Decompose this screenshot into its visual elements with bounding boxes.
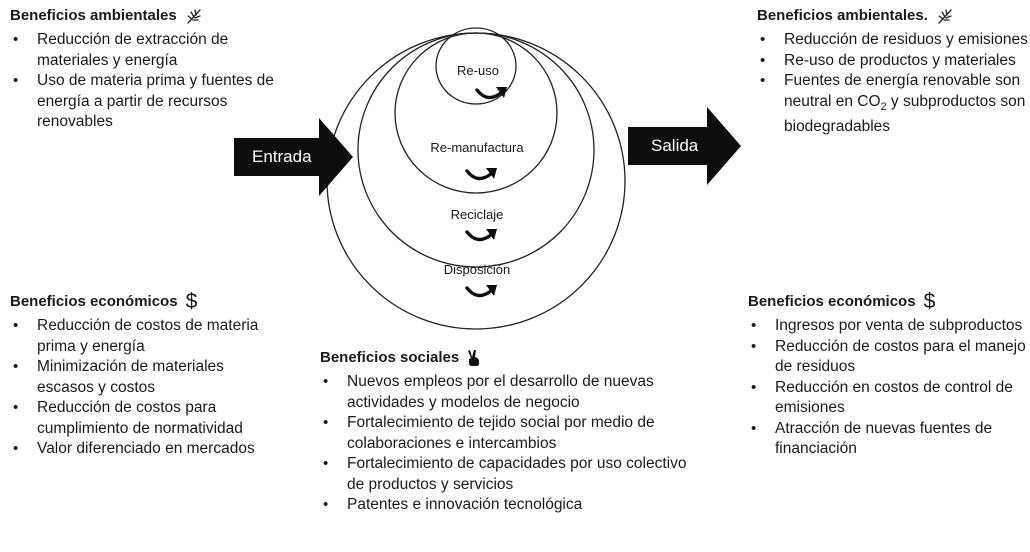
list-item: Reducción de costos para el manejo de re… [748, 337, 1026, 378]
list-item: Valor diferenciado en mercados [10, 439, 285, 460]
entrada-arrow [234, 118, 353, 196]
list-item: Patentes e innovación tecnológica [320, 495, 692, 516]
social-list: Nuevos empleos por el desarrollo de nuev… [320, 372, 692, 516]
list-item: Nuevos empleos por el desarrollo de nuev… [320, 372, 692, 413]
list-item: Uso de materia prima y fuentes de energí… [10, 71, 280, 133]
section-title-text: Beneficios ambientales [10, 7, 177, 24]
salida-arrow [628, 107, 741, 185]
co2-subscript: 2 [880, 100, 887, 113]
list-item: Minimización de materiales escasos y cos… [10, 357, 285, 398]
cycle-arrow-icon [465, 229, 497, 242]
list-item: Fortalecimiento de capacidades por uso c… [320, 454, 692, 495]
left-economic-title: Beneficios económicos $ [10, 290, 285, 313]
list-item-text: Fuentes de energía renovable son neutral… [784, 72, 1021, 110]
level-label-reuso: Re-uso [457, 63, 499, 78]
list-item: Atracción de nuevas fuentes de financiac… [748, 419, 1026, 460]
right-economic-benefits: Beneficios económicos $ Ingresos por ven… [748, 290, 1026, 460]
right-economic-title: Beneficios económicos $ [748, 290, 1026, 313]
section-title-text: Beneficios económicos [748, 293, 916, 310]
level-label-reciclaje: Reciclaje [451, 207, 504, 222]
left-economic-benefits: Beneficios económicos $ Reducción de cos… [10, 290, 285, 460]
left-economic-list: Reducción de costos de materia prima y e… [10, 316, 285, 460]
list-item: Fuentes de energía renovable son neutral… [757, 71, 1029, 138]
cycle-arrow-icon [475, 87, 507, 100]
right-environmental-list: Reducción de residuos y emisiones Re-uso… [757, 30, 1029, 138]
cycle-arrow-icon [465, 285, 497, 298]
list-item: Reducción de costos para cumplimiento de… [10, 398, 285, 439]
right-environmental-benefits: Beneficios ambientales. Reducción de res… [757, 6, 1029, 138]
section-title-text: Beneficios económicos [10, 293, 178, 310]
section-title-text: Beneficios ambientales. [757, 7, 928, 24]
list-item: Reducción de costos de materia prima y e… [10, 316, 285, 357]
section-title-text: Beneficios sociales [320, 349, 460, 366]
level-circle-remanufactura [394, 32, 558, 194]
leaf-icon [185, 7, 203, 25]
dollar-icon: $ [923, 290, 936, 313]
right-environmental-title: Beneficios ambientales. [757, 6, 1029, 26]
dollar-icon: $ [185, 290, 198, 313]
peace-hand-icon [467, 349, 481, 367]
entrada-label: Entrada [252, 147, 312, 166]
right-economic-list: Ingresos por venta de subproductos Reduc… [748, 316, 1026, 460]
level-label-disposicion: Disposición [444, 262, 510, 277]
list-item: Fortalecimiento de tejido social por med… [320, 413, 692, 454]
level-label-remanufactura: Re-manufactura [430, 140, 524, 155]
list-item: Reducción en costos de control de emisio… [748, 378, 1026, 419]
list-item: Ingresos por venta de subproductos [748, 316, 1026, 337]
salida-label: Salida [651, 136, 699, 155]
left-environmental-title: Beneficios ambientales [10, 6, 280, 26]
left-environmental-benefits: Beneficios ambientales Reducción de extr… [10, 6, 280, 133]
list-item-text: y subproductos son biodegradables [784, 92, 1026, 136]
social-benefits: Beneficios sociales Nuevos empleos por e… [320, 348, 692, 516]
level-circle-reuso [435, 27, 517, 105]
list-item: Reducción de residuos y emisiones [757, 30, 1029, 51]
list-item: Re-uso de productos y materiales [757, 51, 1029, 72]
list-item: Reducción de extracción de materiales y … [10, 30, 280, 71]
leaf-icon [936, 7, 954, 25]
cycle-arrow-icon [465, 168, 497, 181]
social-title: Beneficios sociales [320, 348, 692, 368]
left-environmental-list: Reducción de extracción de materiales y … [10, 30, 280, 133]
